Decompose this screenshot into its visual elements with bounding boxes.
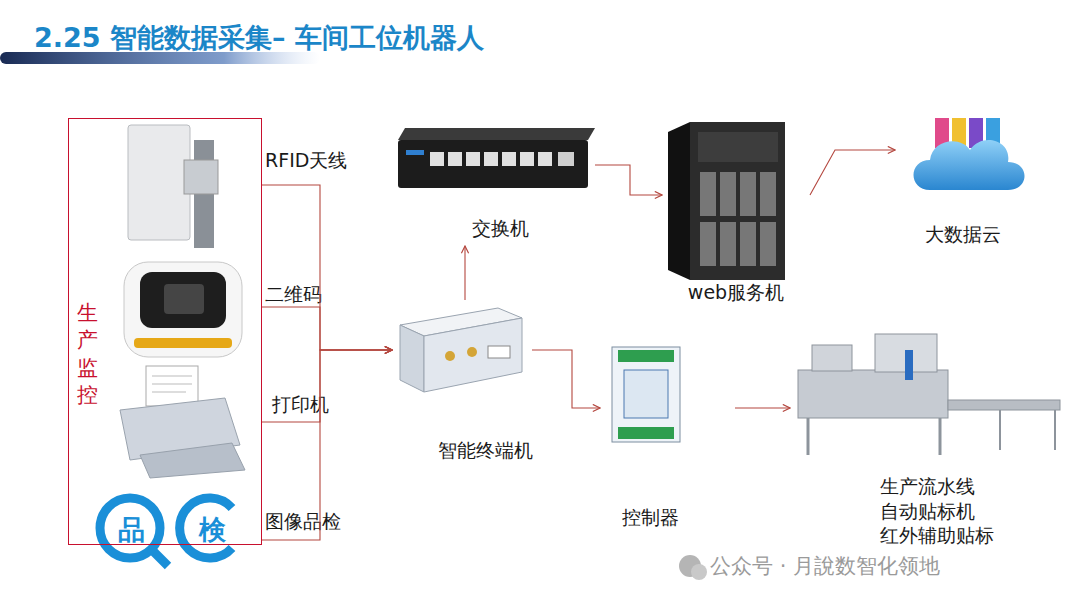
device-node: 图像品检: [90, 488, 262, 545]
flow-arrow: [262, 350, 392, 422]
machine-spindle: [905, 350, 913, 380]
server-bay: [740, 222, 756, 266]
server-bay: [700, 172, 716, 216]
node-label: 大数据云: [895, 222, 1030, 247]
terminal-connector: [467, 347, 477, 357]
node-label: 生产流水线 自动贴标机 红外辅助贴标: [880, 474, 1002, 548]
controller-body: [612, 347, 680, 442]
machine-head: [812, 345, 852, 371]
conveyor: [948, 400, 1060, 410]
conveyor-leg: [999, 410, 1001, 450]
group-label: 生产监控: [75, 300, 99, 409]
switch-port: [448, 152, 462, 166]
title-underline: [0, 52, 320, 64]
flow-arrow: [262, 185, 392, 350]
printer-tray: [140, 443, 245, 478]
scanner-window: [164, 284, 204, 314]
server-bay: [740, 172, 756, 216]
server-bay: [760, 172, 776, 216]
device-node: 生产流水线 自动贴标机 红外辅助贴标: [790, 325, 1065, 560]
qc-logo-c: [180, 498, 232, 558]
node-label: 智能终端机: [405, 438, 565, 463]
device-node: 大数据云: [895, 108, 1040, 253]
group-box: RFID天线二维码打印机图像品检 生产监控: [68, 118, 262, 545]
terminal-connector: [445, 351, 455, 361]
paper-line: [152, 384, 192, 385]
switch-port: [502, 152, 516, 166]
watermark: 公众号 · 月說数智化领地: [710, 552, 940, 580]
scanner-body: [124, 262, 242, 357]
qc-logo-tail: [150, 548, 168, 566]
cloud-shape: [914, 140, 1025, 190]
switch-uplink: [558, 152, 574, 166]
switch-port: [430, 152, 444, 166]
switch-port: [484, 152, 498, 166]
machine-body: [798, 370, 948, 418]
switch-top: [398, 128, 595, 140]
device-node: 二维码: [120, 256, 262, 360]
node-label: 打印机: [272, 392, 362, 417]
device-node: RFID天线: [120, 120, 262, 250]
flow-arrow: [735, 407, 790, 408]
server-bay: [720, 172, 736, 216]
device-node: 智能终端机: [392, 300, 532, 468]
terminal-port: [488, 346, 510, 358]
server-body: [690, 122, 785, 280]
switch-port: [538, 152, 552, 166]
server-bay: [760, 222, 776, 266]
printer-paper: [146, 366, 198, 406]
device-node: 控制器: [600, 340, 735, 535]
switch-body: [398, 140, 588, 188]
switch-port: [520, 152, 534, 166]
terminal-front: [424, 318, 522, 392]
conveyor-leg: [1054, 410, 1056, 450]
flow-arrow: [464, 246, 465, 300]
device-node: 交换机: [395, 128, 595, 246]
device-node: 打印机: [90, 364, 262, 482]
device-node: web服务机: [662, 118, 810, 308]
rfid-bracket: [184, 160, 218, 194]
rfid-panel: [128, 125, 190, 240]
controller-terminal: [618, 350, 674, 362]
server-side: [668, 122, 690, 280]
paper-line: [152, 376, 192, 377]
paper-line: [152, 392, 186, 393]
wechat-icon: [691, 564, 707, 580]
flow-arrow: [532, 350, 600, 408]
flow-arrow: [262, 350, 392, 540]
controller-label: [624, 370, 668, 418]
server-bay: [720, 222, 736, 266]
machine-leg: [939, 418, 942, 455]
server-panel: [698, 132, 778, 162]
machine-leg: [807, 418, 810, 455]
scanner-top: [140, 272, 226, 328]
node-label: 图像品检: [265, 509, 365, 534]
server-bay: [700, 222, 716, 266]
terminal-side: [400, 325, 424, 392]
node-label: web服务机: [662, 280, 810, 305]
page-title: 2.25 智能数据采集– 车间工位机器人: [34, 20, 484, 56]
controller-terminal: [618, 427, 674, 439]
flow-arrow: [810, 150, 895, 195]
logo-text: 検: [199, 512, 226, 548]
node-label: 二维码: [265, 282, 355, 307]
node-label: 控制器: [600, 505, 700, 530]
switch-port: [466, 152, 480, 166]
logo-text: 品: [118, 512, 145, 548]
flow-arrow: [595, 165, 662, 195]
node-label: RFID天线: [265, 148, 375, 173]
scanner-base: [134, 338, 232, 348]
switch-logo: [406, 150, 424, 155]
flow-arrow: [262, 307, 392, 350]
node-label: 交换机: [440, 216, 560, 241]
